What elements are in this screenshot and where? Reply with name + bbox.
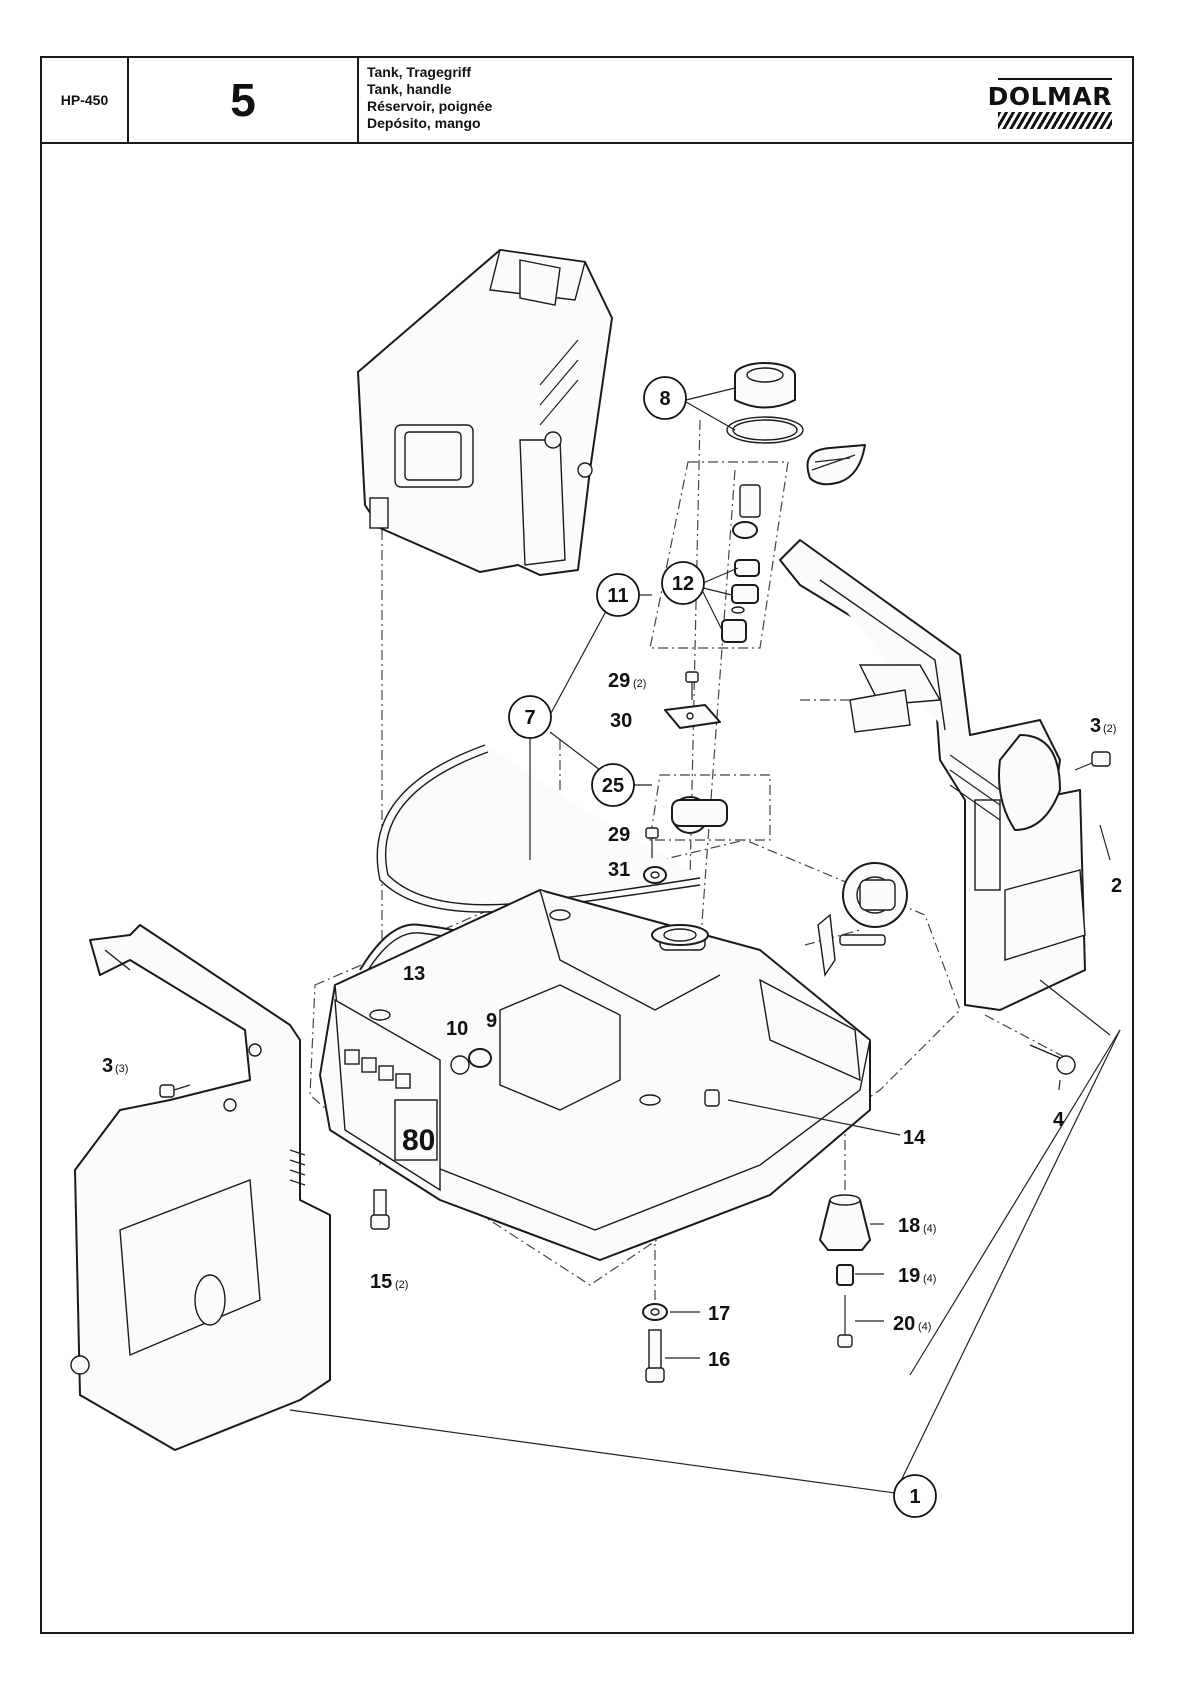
callout-3-left-qty: (3) [115, 1063, 128, 1075]
callout-13: 13 [403, 963, 425, 985]
tank-cap [726, 362, 866, 486]
callout-29-top: 29 [608, 670, 630, 692]
callout-10: 10 [446, 1018, 468, 1040]
callout-8: 8 [659, 388, 670, 410]
brand-stripes [998, 112, 1112, 129]
fuel-tank [319, 889, 871, 1261]
callout-16: 16 [708, 1349, 730, 1371]
callout-3-left: 3 [102, 1055, 113, 1077]
callout-9: 9 [486, 1010, 497, 1032]
callout-3-right-qty: (2) [1103, 723, 1116, 735]
callout-circle-25 [591, 763, 635, 807]
callout-circle-7 [508, 695, 552, 739]
callout-12: 12 [672, 573, 694, 595]
title-fr: Réservoir, poignée [367, 98, 493, 114]
callout-18-qty: (4) [923, 1223, 936, 1235]
callout-4: 4 [1053, 1109, 1065, 1131]
callout-circle-11 [596, 573, 640, 617]
fuel-filter-parts [721, 484, 761, 643]
left-handle-cover [70, 924, 331, 1451]
callout-labels: 8 11 12 7 25 1 29 (2) 30 29 31 3 (2) 2 1… [102, 388, 1122, 1508]
callout-20: 20 [893, 1313, 915, 1335]
engine-housing [357, 249, 613, 576]
callout-circle-1 [893, 1474, 937, 1518]
title-de: Tank, Tragegriff [367, 64, 471, 80]
callout-29: 29 [608, 824, 630, 846]
callout-31: 31 [608, 859, 630, 881]
parts-sheet: HP-450 5 Tank, Tragegriff Tank, handle R… [40, 56, 1134, 1634]
callout-15-qty: (2) [395, 1279, 408, 1291]
callout-1: 1 [909, 1486, 920, 1508]
callout-25: 25 [602, 775, 624, 797]
callout-circle-12 [661, 561, 705, 605]
callout-18: 18 [898, 1215, 920, 1237]
brand-logo: DOLMAR [922, 58, 1132, 142]
vent-valve-assembly [671, 796, 908, 977]
callout-17: 17 [708, 1303, 730, 1325]
hardware [159, 671, 1111, 1383]
assembly-titles: Tank, Tragegriff Tank, handle Réservoir,… [359, 58, 919, 142]
callout-circle-8 [643, 376, 687, 420]
callout-15: 15 [370, 1271, 392, 1293]
callout-29-top-qty: (2) [633, 678, 646, 690]
callout-19-qty: (4) [923, 1273, 936, 1285]
page-number: 5 [129, 58, 359, 142]
title-en: Tank, handle [367, 81, 452, 97]
callout-2: 2 [1111, 875, 1122, 897]
carrying-handle [779, 539, 1086, 1011]
callout-14: 14 [903, 1127, 926, 1149]
model-number: HP-450 [42, 58, 129, 142]
callout-3-right: 3 [1090, 715, 1101, 737]
title-es: Depósito, mango [367, 115, 481, 131]
callout-20-qty: (4) [918, 1321, 931, 1333]
callout-30: 30 [610, 710, 632, 732]
brand-rule [998, 78, 1112, 80]
tank-capacity-decal: 80 [402, 1124, 435, 1157]
callout-7: 7 [524, 707, 535, 729]
callout-circles [508, 376, 937, 1518]
leader-lines [289, 387, 1121, 1494]
brand-name: DOLMAR [987, 82, 1112, 111]
callout-11: 11 [607, 585, 628, 607]
callout-19: 19 [898, 1265, 920, 1287]
title-block: HP-450 5 Tank, Tragegriff Tank, handle R… [42, 58, 1132, 144]
